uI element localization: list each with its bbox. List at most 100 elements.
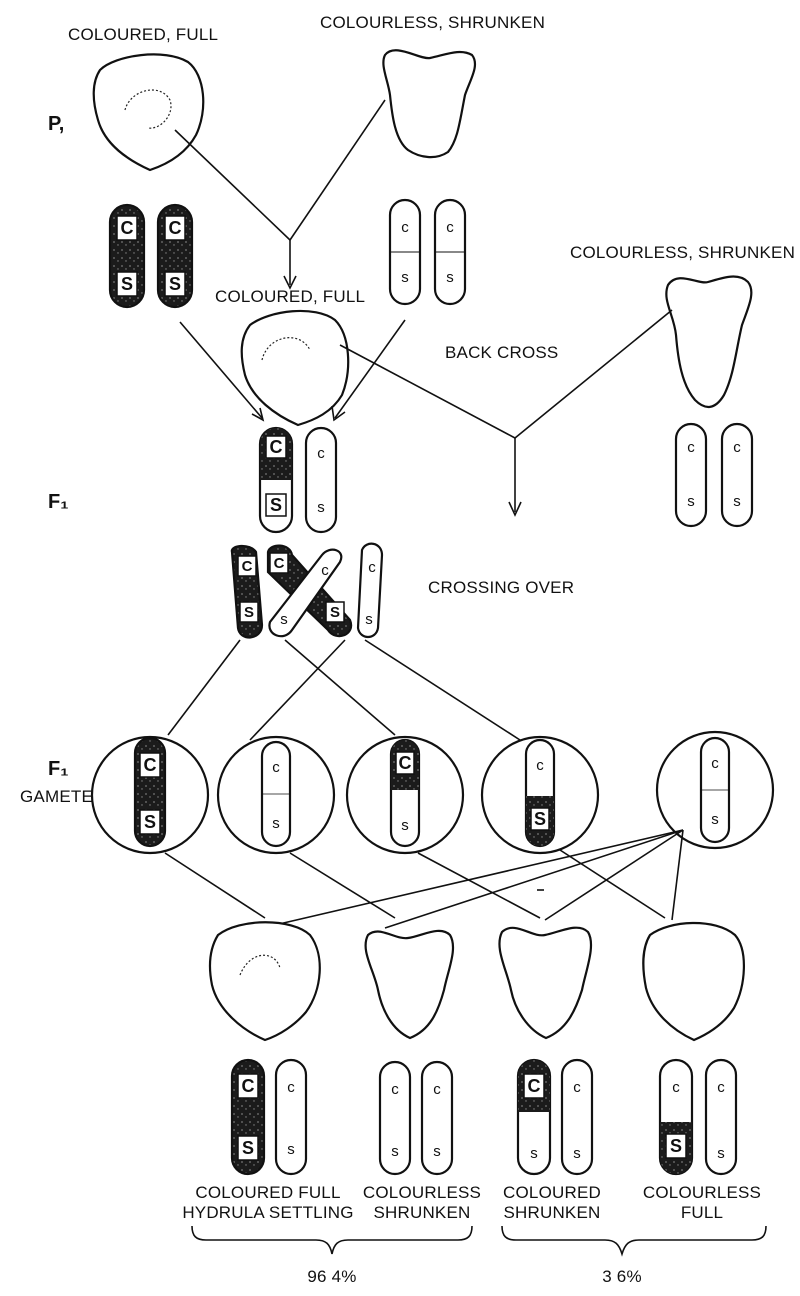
line-g2-to-o2: [290, 853, 395, 918]
allele-C-label: C: [121, 218, 134, 238]
line-to-gamete-4: [365, 640, 520, 740]
allele-S-label: S: [670, 1136, 682, 1156]
allele-c-label: c: [321, 562, 329, 579]
allele-c-label: c: [687, 439, 695, 456]
allele-c-label: c: [391, 1081, 399, 1098]
allele-s-label: s: [446, 269, 454, 286]
seed-offspring-coloured-shrunken: [499, 928, 591, 1038]
chromosome-f1-dark: C S: [260, 428, 292, 532]
seed-p-coloured-full: [94, 54, 204, 170]
allele-c-label: c: [446, 219, 454, 236]
seed-offspring-coloured-full: [210, 922, 320, 1040]
allele-s-label: s: [401, 269, 409, 286]
chromosome-p-dark-1: C S: [110, 205, 144, 307]
line-g1-to-o1: [165, 853, 265, 918]
line-to-gamete-3: [285, 640, 395, 735]
allele-S-label: S: [244, 604, 254, 621]
offspring-2-label-line1: COLOURLESS: [363, 1183, 481, 1202]
allele-s-label: s: [401, 817, 409, 834]
allele-c-label: c: [272, 759, 280, 776]
allele-C-label: C: [242, 1076, 255, 1096]
allele-C-label: C: [274, 555, 285, 572]
label-p-coloured-full: COLOURED, FULL: [68, 25, 218, 44]
allele-c-label: c: [287, 1079, 295, 1096]
offspring-3-label-line1: COLOURED: [503, 1183, 601, 1202]
allele-C-label: C: [528, 1076, 541, 1096]
label-back-cross: BACK CROSS: [445, 343, 558, 362]
arrow-p-dark-to-f1-head: [252, 408, 263, 420]
gamete-2-cs: c s: [218, 737, 334, 853]
allele-s-label: s: [687, 493, 695, 510]
allele-s-label: s: [317, 499, 325, 516]
brace-parental: [192, 1226, 472, 1254]
allele-s-label: s: [530, 1145, 538, 1162]
allele-s-label: s: [573, 1145, 581, 1162]
allele-s-label: s: [711, 811, 719, 828]
allele-c-label: c: [433, 1081, 441, 1098]
offspring-3-chromosomes: C s c s: [518, 1060, 592, 1174]
offspring-4-label-line2: FULL: [681, 1203, 723, 1222]
seed-p-colourless-shrunken: [383, 50, 475, 157]
allele-S-label: S: [121, 274, 133, 294]
allele-S-label: S: [330, 604, 340, 621]
line-bc-to-o4: [672, 830, 683, 920]
backcross-line-right: [515, 310, 672, 438]
allele-c-label: c: [711, 755, 719, 772]
label-generation-f1: F₁: [48, 491, 69, 513]
allele-c-label: c: [733, 439, 741, 456]
allele-S-label: S: [242, 1138, 254, 1158]
allele-c-label: c: [717, 1079, 725, 1096]
chromosome-p-dark-2: C S: [158, 205, 192, 307]
allele-c-label: c: [672, 1079, 680, 1096]
offspring-1-chromosomes: C S c s: [232, 1060, 306, 1174]
label-generation-p: P,: [48, 113, 64, 135]
label-p-colourless-shrunken: COLOURLESS, SHRUNKEN: [320, 13, 545, 32]
offspring-1-label-line1: COLOURED FULL: [195, 1183, 340, 1202]
seed-offspring-colourless-full: [643, 923, 744, 1040]
allele-C-label: C: [242, 558, 253, 575]
allele-C-label: C: [169, 218, 182, 238]
allele-s-label: s: [733, 493, 741, 510]
line-bc-to-o1: [262, 830, 683, 928]
allele-S-label: S: [534, 809, 546, 829]
offspring-4-chromosomes: c S c s: [660, 1060, 736, 1174]
offspring-1-label-line2: HYDRULA SETTLING: [182, 1203, 353, 1222]
seed-backcross-colourless-shrunken: [666, 277, 751, 407]
label-f1-coloured-full: COLOURED, FULL: [215, 287, 365, 306]
offspring-2-label-line2: SHRUNKEN: [373, 1203, 470, 1222]
allele-c-label: c: [573, 1079, 581, 1096]
chromosome-p-light-2: c s: [435, 200, 465, 304]
allele-s-label: s: [433, 1143, 441, 1160]
line-to-gamete-1: [168, 640, 240, 735]
cross-line-p-right: [290, 100, 385, 240]
allele-c-label: c: [368, 559, 376, 576]
allele-S-label: S: [169, 274, 181, 294]
chromosome-backcross-light-2: c s: [722, 424, 752, 526]
allele-C-label: C: [144, 755, 157, 775]
allele-s-label: s: [717, 1145, 725, 1162]
brace-recombinant: [502, 1226, 766, 1254]
crossing-over-figure: C S C S c s c s: [232, 544, 382, 638]
allele-s-label: s: [272, 815, 280, 832]
allele-c-label: c: [317, 445, 325, 462]
allele-s-label: s: [391, 1143, 399, 1160]
label-crossing-over: CROSSING OVER: [428, 578, 574, 597]
gamete-4-cS: c S: [482, 737, 598, 853]
seed-offspring-colourless-shrunken: [366, 931, 453, 1038]
allele-C-label: C: [270, 437, 283, 457]
chromosome-f1-light: c s: [306, 428, 336, 532]
allele-s-label: s: [287, 1141, 295, 1158]
percentage-recombinant: 3 6%: [602, 1267, 642, 1286]
allele-c-label: c: [536, 757, 544, 774]
allele-S-label: S: [270, 495, 282, 515]
allele-c-label: c: [401, 219, 409, 236]
allele-S-label: S: [144, 812, 156, 832]
gamete-3-Cs: C s: [347, 737, 463, 853]
chromosome-backcross-light-1: c s: [676, 424, 706, 526]
line-to-gamete-2: [250, 640, 345, 740]
gamete-1-CS: C S: [92, 737, 208, 853]
percentage-parental: 96 4%: [307, 1267, 356, 1286]
allele-C-label: C: [399, 753, 412, 773]
offspring-4-label-line1: COLOURLESS: [643, 1183, 761, 1202]
